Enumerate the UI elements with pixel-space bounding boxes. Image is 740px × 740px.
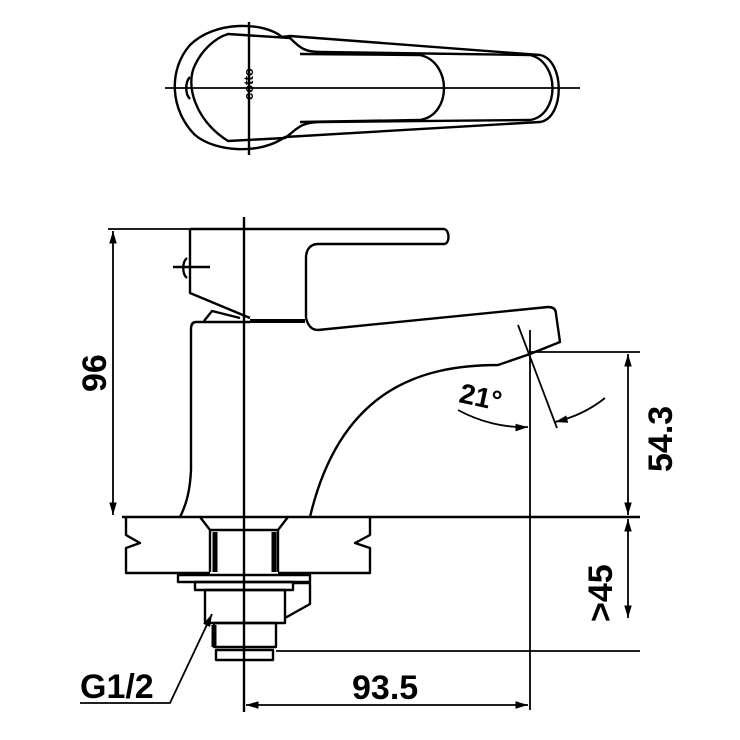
cap-indicator-arc — [182, 257, 188, 279]
dimensions: 96 54.3 >45 93.5 G1/2 21° — [76, 228, 680, 710]
cartridge-step — [203, 309, 241, 322]
mounting-nut — [199, 516, 289, 572]
top-handle-inner-outline — [190, 32, 554, 143]
top-indicator — [185, 76, 191, 100]
dim-96-label: 96 — [76, 354, 114, 392]
angle-arc-left — [457, 409, 529, 432]
angle-ref-line — [517, 324, 558, 429]
thread-leader — [80, 613, 213, 704]
lock-nut — [203, 581, 312, 625]
faucet-spout — [304, 305, 562, 518]
thread-end — [214, 648, 275, 662]
brand-logo: cotto — [241, 68, 256, 100]
dim-45-label: >45 — [582, 564, 620, 622]
top-handle-outer — [173, 24, 560, 151]
washer-small — [193, 580, 295, 592]
thread-label: G1/2 — [80, 668, 154, 706]
top-handle-recess — [299, 52, 446, 124]
dim-93-label: 93.5 — [352, 669, 418, 707]
angle-arc-right — [554, 397, 606, 423]
handle-lever — [190, 227, 450, 318]
side-view — [122, 217, 640, 712]
deck-section — [124, 517, 372, 575]
angle-label: 21° — [457, 378, 505, 417]
faucet-body — [178, 320, 250, 518]
top-view: cotto — [165, 22, 580, 155]
handle-cap — [188, 229, 251, 320]
dim-54-label: 54.3 — [642, 406, 680, 472]
